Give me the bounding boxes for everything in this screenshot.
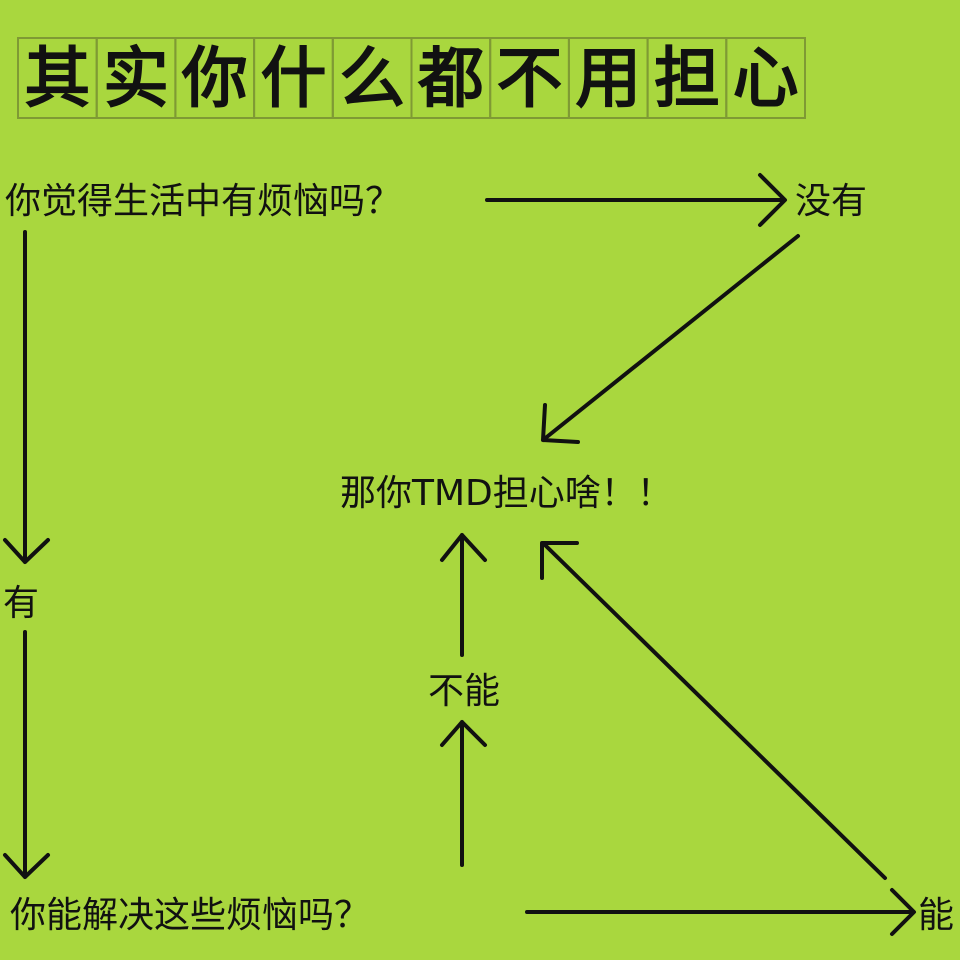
title-char: 实	[103, 40, 169, 117]
title-char: 你	[181, 40, 248, 117]
answer-no: 没有	[795, 181, 867, 222]
title-char: 担	[654, 40, 720, 117]
arrow-cannot-to-result	[440, 533, 487, 657]
title-char: 不	[497, 40, 563, 117]
question-has-worries: 你觉得生活中有烦恼吗？	[5, 181, 401, 222]
answer-can: 能	[918, 895, 954, 936]
arrow-q1-to-no	[485, 173, 787, 227]
answer-cannot: 不能	[428, 671, 500, 712]
title-char: 心	[733, 40, 799, 117]
arrow-q1-to-yes	[3, 230, 50, 564]
arrow-q2-to-can	[525, 888, 916, 936]
title-banner: 其实你什么都不用担心	[17, 37, 806, 119]
title-char: 么	[339, 40, 405, 117]
answer-yes: 有	[3, 583, 39, 624]
result-why-worry: 那你TMD担心啥！！	[340, 473, 673, 514]
title-grid-box	[725, 37, 806, 119]
arrow-yes-to-q2	[3, 630, 50, 879]
title-char: 什	[260, 40, 326, 117]
title-char: 其	[24, 40, 90, 117]
arrow-q2-to-cannot	[440, 720, 487, 867]
question-can-solve: 你能解决这些烦恼吗？	[10, 895, 370, 936]
arrow-can-to-result	[540, 541, 887, 880]
title-char: 都	[417, 40, 484, 117]
arrow-no-to-result	[541, 234, 800, 444]
title-char: 用	[575, 40, 641, 117]
